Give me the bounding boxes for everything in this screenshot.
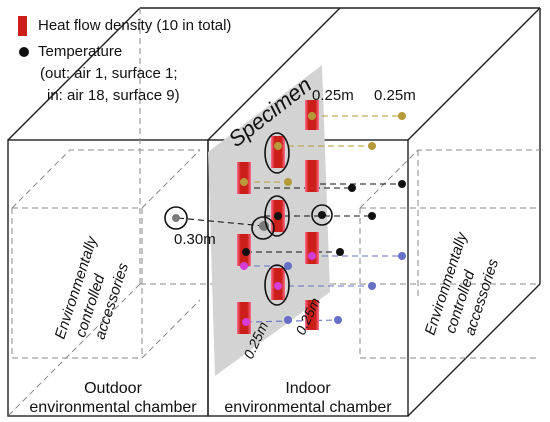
heat-flow-legend-icon bbox=[18, 16, 27, 36]
air-sensor bbox=[368, 282, 376, 290]
air-sensor bbox=[368, 212, 376, 220]
surface-sensor bbox=[242, 318, 250, 326]
surface-sensor bbox=[242, 248, 250, 256]
legend: Heat flow density (10 in total) Temperat… bbox=[18, 16, 231, 104]
outdoor-air-sensor bbox=[172, 214, 180, 222]
temperature-legend-icon bbox=[19, 47, 29, 57]
surface-sensor bbox=[274, 282, 282, 290]
dimension-top-left: 0.25m bbox=[312, 87, 354, 104]
heat-flow-sensor bbox=[271, 136, 285, 168]
indoor-label-line-1: Indoor bbox=[285, 380, 331, 397]
surface-sensor bbox=[308, 252, 316, 260]
air-sensor bbox=[318, 211, 326, 219]
legend-temp-detail-2: in: air 18, surface 9) bbox=[47, 87, 180, 104]
outdoor-label-line-1: Outdoor bbox=[84, 380, 142, 397]
right-accessories-box bbox=[359, 149, 540, 359]
surface-temperature-sensors bbox=[240, 112, 316, 326]
air-sensor bbox=[368, 142, 376, 150]
surface-sensor bbox=[274, 212, 282, 220]
air-sensor bbox=[284, 178, 292, 186]
heat-flow-sensor bbox=[305, 160, 319, 192]
air-temperature-sensors bbox=[172, 112, 406, 324]
surface-sensor bbox=[274, 142, 282, 150]
indoor-label-line-2: environmental chamber bbox=[224, 399, 392, 416]
surface-sensor bbox=[240, 262, 248, 270]
legend-temperature: Temperature bbox=[38, 43, 122, 60]
heat-flow-sensor bbox=[237, 302, 251, 334]
dimension-top-right: 0.25m bbox=[374, 87, 416, 104]
specimen-panel bbox=[208, 65, 330, 376]
air-sensor bbox=[398, 112, 406, 120]
surface-sensor bbox=[308, 112, 316, 120]
heat-flow-sensor bbox=[305, 300, 319, 330]
left-accessories-label: Environmentally controlled accessories bbox=[52, 233, 133, 342]
legend-heat-flow: Heat flow density (10 in total) bbox=[38, 17, 231, 34]
surface-sensor bbox=[240, 178, 248, 186]
highlight-rings bbox=[164, 132, 333, 306]
air-sensor bbox=[336, 248, 344, 256]
legend-temp-detail-1: (out: air 1, surface 1; bbox=[40, 65, 178, 82]
air-sensor bbox=[284, 262, 292, 270]
air-sensor bbox=[398, 180, 406, 188]
air-sensor bbox=[348, 184, 356, 192]
right-accessories-label: Environmentally controlled accessories bbox=[422, 229, 503, 338]
air-sensor bbox=[334, 316, 342, 324]
dimension-left: 0.30m bbox=[174, 231, 216, 248]
air-sensor bbox=[284, 316, 292, 324]
outdoor-label-line-2: environmental chamber bbox=[29, 399, 197, 416]
leader-lines bbox=[177, 115, 402, 323]
air-sensor bbox=[398, 252, 406, 260]
left-accessories-box bbox=[11, 149, 201, 359]
